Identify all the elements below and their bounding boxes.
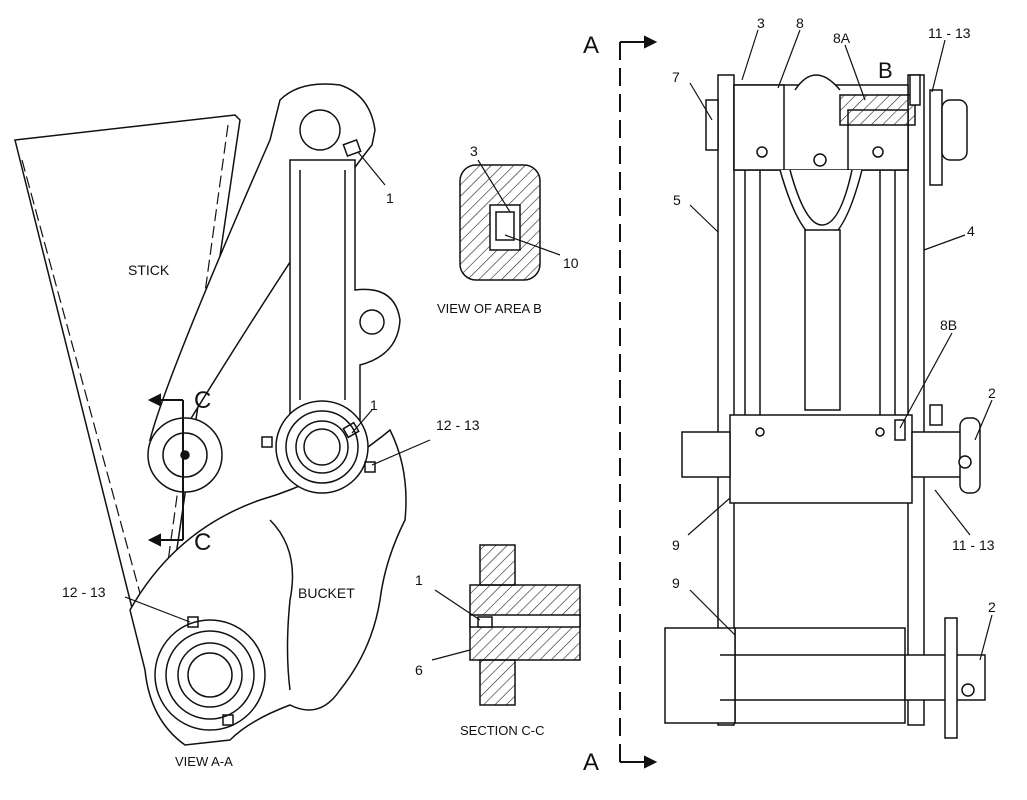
callout-r-8a: 8A — [833, 30, 851, 46]
caption-bucket: BUCKET — [298, 585, 355, 601]
callout-12-13-mid: 12 - 13 — [436, 417, 480, 433]
view-area-b-drawing — [459, 159, 561, 281]
section-line-cc — [147, 393, 184, 547]
callout-cc-1: 1 — [415, 572, 423, 588]
callout-r-2-low: 2 — [988, 599, 996, 615]
callout-r-9-low: 9 — [672, 575, 680, 591]
section-cc-drawing — [431, 544, 581, 706]
callout-1-mid: 1 — [370, 397, 378, 413]
section-marker-c-bottom: C — [194, 529, 211, 556]
linkage-drawing — [14, 83, 407, 746]
callout-r-11-13-top: 11 - 13 — [928, 25, 971, 41]
assembly-drawing — [664, 74, 986, 739]
callout-areab-3: 3 — [470, 143, 478, 159]
callout-12-13-bottom: 12 - 13 — [62, 584, 106, 600]
callout-1-top: 1 — [386, 190, 394, 206]
caption-view-aa: VIEW A-A — [175, 754, 233, 769]
section-marker-a-bottom: A — [583, 749, 599, 776]
callout-r-4: 4 — [967, 223, 975, 239]
section-marker-a-top: A — [583, 32, 599, 59]
callout-r-8b: 8B — [940, 317, 957, 333]
section-line-aa — [619, 35, 658, 769]
callout-r-9-mid: 9 — [672, 537, 680, 553]
callout-r-8: 8 — [796, 15, 804, 31]
section-marker-c-top: C — [194, 387, 211, 414]
callout-r-7: 7 — [672, 69, 680, 85]
callout-r-5: 5 — [673, 192, 681, 208]
callout-r-11-13-mid: 11 - 13 — [952, 537, 995, 553]
callout-areab-10: 10 — [563, 255, 579, 271]
callout-r-3: 3 — [757, 15, 765, 31]
callout-cc-6: 6 — [415, 662, 423, 678]
right-leaders — [687, 29, 993, 661]
caption-stick: STICK — [128, 262, 170, 278]
caption-section-cc: SECTION C-C — [460, 723, 545, 738]
caption-view-area-b: VIEW OF AREA B — [437, 301, 542, 316]
left-leaders — [124, 151, 431, 623]
section-marker-b: B — [878, 58, 893, 83]
callout-r-2-mid: 2 — [988, 385, 996, 401]
